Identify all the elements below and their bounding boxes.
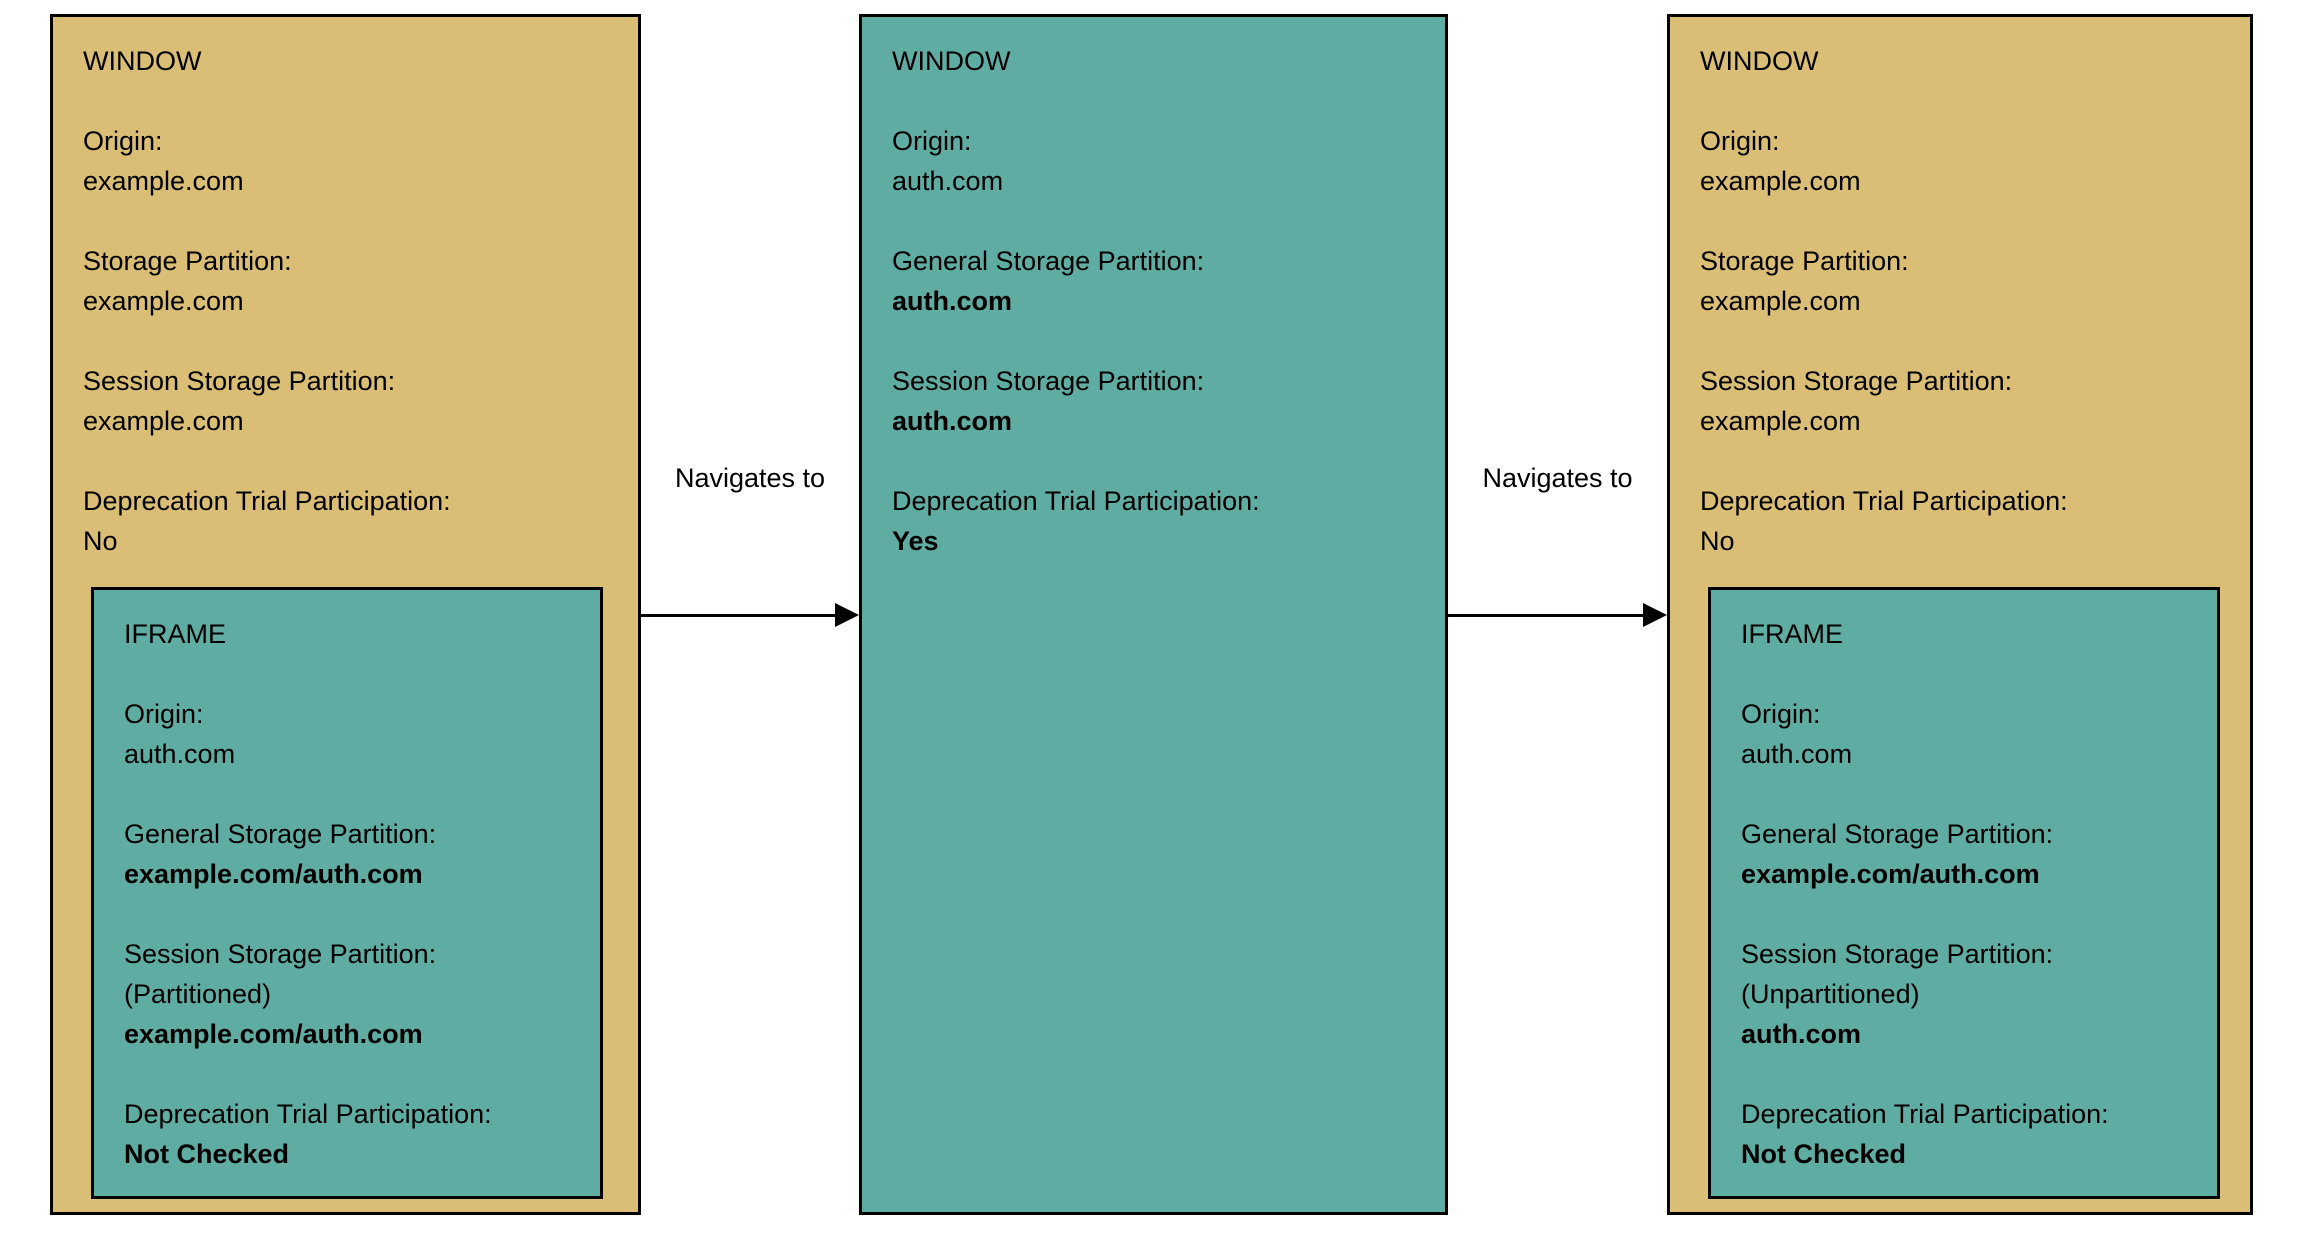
field-session-storage-partition: Session Storage Partition: (Unpartitione… — [1741, 934, 2187, 1054]
iframe-box-3-content: IFRAME Origin: auth.com General Storage … — [1711, 590, 2217, 1174]
arrow-head-icon-1 — [835, 603, 859, 627]
field-label: Origin: — [1741, 699, 1821, 729]
field-value: Not Checked — [1741, 1139, 1907, 1169]
field-label: Session Storage Partition: — [1700, 366, 2013, 396]
field-session-storage-partition: Session Storage Partition: (Partitioned)… — [124, 934, 570, 1054]
window-box-1-title: WINDOW — [83, 46, 202, 76]
field-value: example.com — [83, 406, 244, 436]
field-label: Origin: — [83, 126, 163, 156]
field-value: auth.com — [1741, 1019, 1862, 1049]
field-value: example.com — [1700, 166, 1861, 196]
window-box-2: WINDOW Origin: auth.com General Storage … — [859, 14, 1448, 1215]
iframe-box-1-content: IFRAME Origin: auth.com General Storage … — [94, 590, 600, 1174]
field-label: Session Storage Partition: — [1741, 939, 2054, 969]
field-note: (Unpartitioned) — [1741, 979, 1920, 1009]
arrow-head-icon-2 — [1643, 603, 1667, 627]
navigates-to-label-2: Navigates to — [1482, 463, 1633, 493]
field-origin: Origin: auth.com — [124, 694, 570, 774]
navigates-to-label-1: Navigates to — [674, 463, 826, 493]
field-label: General Storage Partition: — [892, 246, 1205, 276]
window-box-3: WINDOW Origin: example.com Storage Parti… — [1667, 14, 2253, 1215]
field-value: auth.com — [1741, 739, 1853, 769]
field-value: example.com/auth.com — [124, 859, 423, 889]
field-value: example.com — [83, 286, 244, 316]
field-label: Storage Partition: — [83, 246, 292, 276]
field-label: General Storage Partition: — [124, 819, 437, 849]
field-note: (Partitioned) — [124, 979, 272, 1009]
field-label: Origin: — [1700, 126, 1780, 156]
window-box-2-title: WINDOW — [892, 46, 1011, 76]
field-storage-partition: Storage Partition: example.com — [83, 241, 608, 321]
field-value: auth.com — [124, 739, 236, 769]
field-value: auth.com — [892, 166, 1004, 196]
field-label: Session Storage Partition: — [124, 939, 437, 969]
window-box-3-content: WINDOW Origin: example.com Storage Parti… — [1670, 17, 2250, 561]
field-deprecation-trial: Deprecation Trial Participation: Not Che… — [1741, 1094, 2187, 1174]
field-general-storage-partition: General Storage Partition: example.com/a… — [124, 814, 570, 894]
field-value: example.com/auth.com — [124, 1019, 423, 1049]
field-label: Deprecation Trial Participation: — [124, 1099, 492, 1129]
field-origin: Origin: auth.com — [1741, 694, 2187, 774]
field-value: No — [1700, 526, 1735, 556]
window-box-2-content: WINDOW Origin: auth.com General Storage … — [862, 17, 1445, 561]
field-deprecation-trial: Deprecation Trial Participation: Yes — [892, 481, 1415, 561]
field-deprecation-trial: Deprecation Trial Participation: Not Che… — [124, 1094, 570, 1174]
field-session-storage-partition: Session Storage Partition: example.com — [83, 361, 608, 441]
field-general-storage-partition: General Storage Partition: auth.com — [892, 241, 1415, 321]
field-origin: Origin: example.com — [83, 121, 608, 201]
field-value: Not Checked — [124, 1139, 290, 1169]
iframe-box-1-title: IFRAME — [124, 619, 227, 649]
field-label: Session Storage Partition: — [892, 366, 1205, 396]
window-box-1-content: WINDOW Origin: example.com Storage Parti… — [53, 17, 638, 561]
field-value: example.com — [1700, 286, 1861, 316]
window-box-1: WINDOW Origin: example.com Storage Parti… — [50, 14, 641, 1215]
field-value: No — [83, 526, 118, 556]
iframe-box-3: IFRAME Origin: auth.com General Storage … — [1708, 587, 2220, 1199]
arrow-line-1 — [641, 614, 837, 617]
field-general-storage-partition: General Storage Partition: example.com/a… — [1741, 814, 2187, 894]
field-label: Storage Partition: — [1700, 246, 1909, 276]
field-session-storage-partition: Session Storage Partition: example.com — [1700, 361, 2220, 441]
field-label: Deprecation Trial Participation: — [83, 486, 451, 516]
field-label: Origin: — [892, 126, 972, 156]
iframe-box-3-title: IFRAME — [1741, 619, 1844, 649]
field-value: example.com — [83, 166, 244, 196]
field-value: auth.com — [892, 286, 1013, 316]
field-storage-partition: Storage Partition: example.com — [1700, 241, 2220, 321]
field-label: Session Storage Partition: — [83, 366, 396, 396]
field-value: Yes — [892, 526, 939, 556]
field-value: auth.com — [892, 406, 1013, 436]
field-deprecation-trial: Deprecation Trial Participation: No — [83, 481, 608, 561]
arrow-line-2 — [1448, 614, 1645, 617]
field-label: Deprecation Trial Participation: — [1700, 486, 2068, 516]
field-origin: Origin: example.com — [1700, 121, 2220, 201]
field-origin: Origin: auth.com — [892, 121, 1415, 201]
field-label: Deprecation Trial Participation: — [1741, 1099, 2109, 1129]
field-label: Origin: — [124, 699, 204, 729]
field-session-storage-partition: Session Storage Partition: auth.com — [892, 361, 1415, 441]
field-value: example.com — [1700, 406, 1861, 436]
field-deprecation-trial: Deprecation Trial Participation: No — [1700, 481, 2220, 561]
field-label: General Storage Partition: — [1741, 819, 2054, 849]
field-label: Deprecation Trial Participation: — [892, 486, 1260, 516]
iframe-box-1: IFRAME Origin: auth.com General Storage … — [91, 587, 603, 1199]
field-value: example.com/auth.com — [1741, 859, 2040, 889]
window-box-3-title: WINDOW — [1700, 46, 1819, 76]
